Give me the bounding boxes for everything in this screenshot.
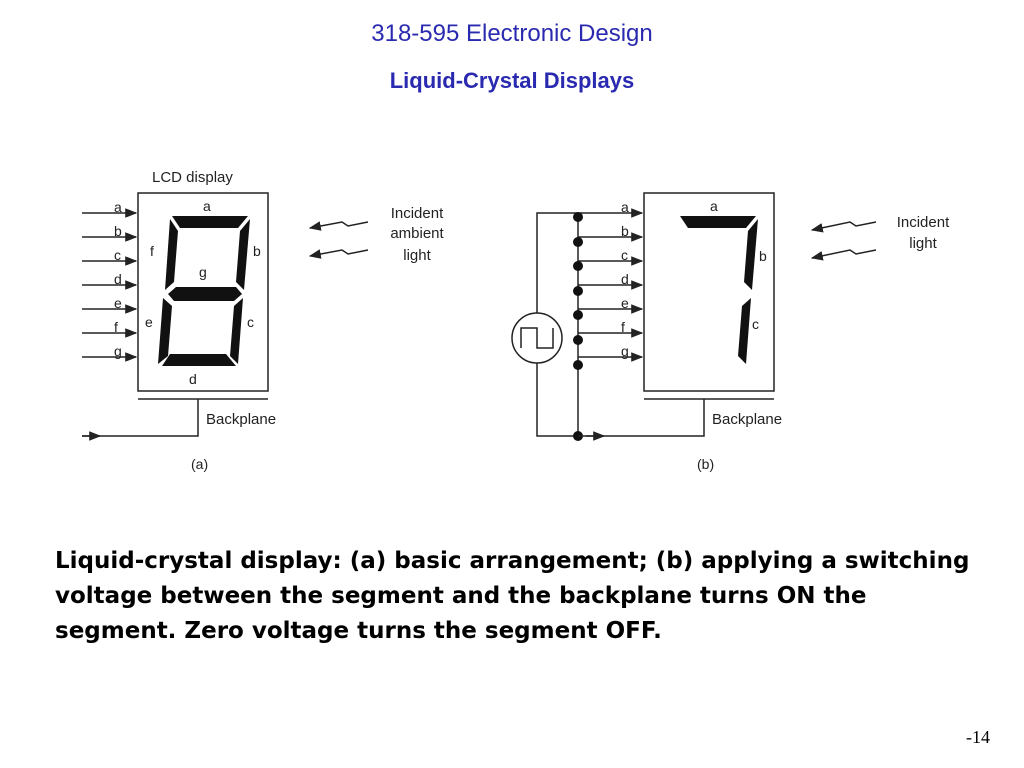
input-label: d — [621, 271, 629, 287]
figure-caption: Liquid-crystal display: (a) basic arrang… — [55, 548, 970, 644]
segment-labels-b: a b c — [710, 198, 767, 332]
segment-c — [230, 298, 243, 364]
lcd-diagram: LCD display a b c d e f g — [82, 169, 950, 472]
input-label: e — [114, 295, 122, 311]
input-label: e — [621, 295, 629, 311]
segment-f — [165, 219, 178, 290]
light-label-line: Incident — [391, 205, 444, 222]
segment-label: a — [203, 198, 211, 214]
light-label-line: light — [909, 235, 937, 252]
segment-e — [158, 298, 172, 364]
input-label: g — [621, 343, 629, 359]
backplane-b — [578, 398, 774, 441]
square-wave-icon — [520, 327, 554, 349]
course-title: 318-595 Electronic Design — [371, 20, 653, 47]
input-label: c — [114, 247, 121, 263]
panel-b: a b c d e f g — [511, 192, 950, 472]
panel-a: LCD display a b c d e f g — [82, 169, 445, 472]
input-label: g — [114, 343, 122, 359]
input-label: d — [114, 271, 122, 287]
light-label-line: light — [403, 247, 431, 264]
page-number: -14 — [966, 727, 990, 747]
segments-a — [158, 216, 250, 366]
input-labels-b: a b c d e f g — [621, 199, 629, 359]
light-label-line: ambient — [390, 225, 444, 242]
input-label: a — [621, 199, 629, 215]
input-label: f — [621, 319, 625, 335]
segment-label: f — [150, 243, 154, 259]
segment-a — [680, 216, 756, 228]
segment-c — [738, 298, 751, 364]
segment-b — [236, 219, 250, 290]
input-label: a — [114, 199, 122, 215]
segment-b — [744, 219, 758, 290]
light-arrows-b — [810, 221, 877, 261]
backplane-a — [82, 398, 268, 441]
lcd-display-box-b — [643, 192, 775, 392]
segments-b — [680, 216, 758, 364]
segment-label: c — [752, 316, 759, 332]
input-label: f — [114, 319, 118, 335]
segment-label: c — [247, 314, 254, 330]
segment-label: a — [710, 198, 718, 214]
backplane-label: Backplane — [712, 411, 782, 428]
input-arrows-b — [578, 208, 644, 362]
segment-label: g — [199, 264, 207, 280]
input-label: c — [621, 247, 628, 263]
switching-voltage-circuit — [511, 212, 579, 437]
panel-b-caption: (b) — [697, 456, 714, 472]
lcd-display-label: LCD display — [152, 169, 233, 186]
panel-a-caption: (a) — [191, 456, 208, 472]
light-arrows-a — [308, 221, 369, 259]
lcd-display-box — [137, 192, 269, 392]
input-labels-a: a b c d e f g — [114, 199, 122, 359]
segment-label: b — [759, 248, 767, 264]
backplane-label: Backplane — [206, 411, 276, 428]
incident-light-label-a: Incident ambient light — [390, 205, 444, 264]
incident-light-label-b: Incident light — [897, 214, 950, 252]
segment-g — [168, 287, 242, 301]
segment-a — [172, 216, 248, 228]
slide-title: Liquid-Crystal Displays — [389, 68, 635, 93]
light-label-line: Incident — [897, 214, 950, 231]
input-label: b — [114, 223, 122, 239]
segment-d — [162, 354, 236, 366]
input-label: b — [621, 223, 629, 239]
input-arrows-a — [82, 208, 138, 362]
segment-label: b — [253, 243, 261, 259]
segment-labels-a: a b c d e f g — [145, 198, 261, 387]
segment-label: e — [145, 314, 153, 330]
segment-label: d — [189, 371, 197, 387]
